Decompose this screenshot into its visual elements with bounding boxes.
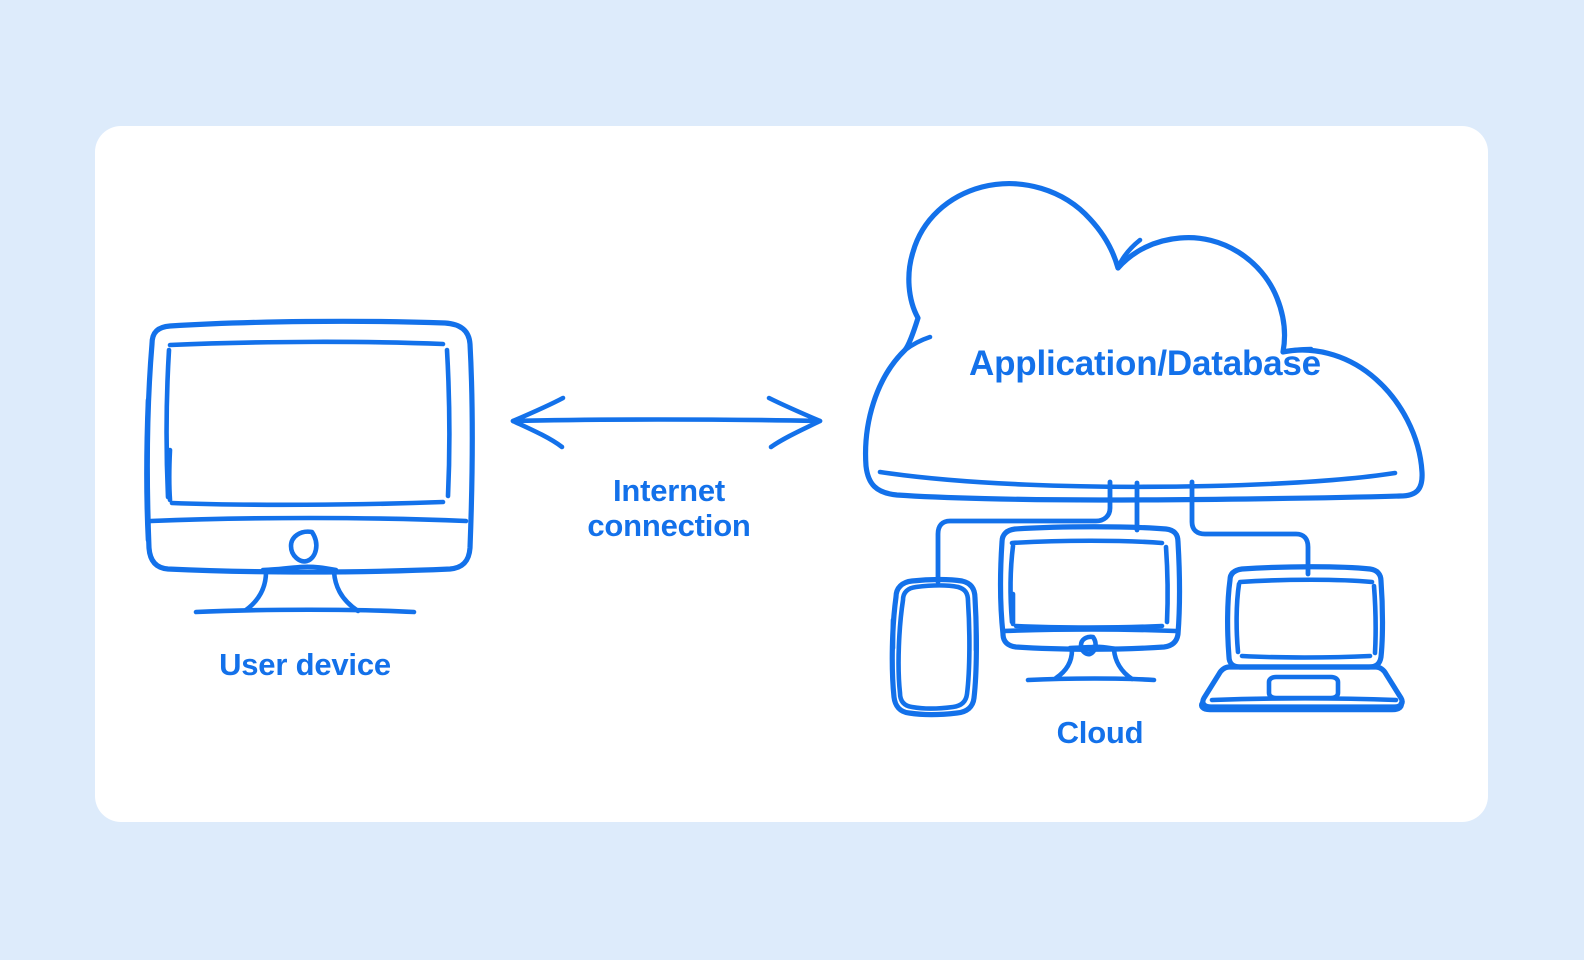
- user-device-label: User device: [219, 647, 391, 682]
- internet-connection-label: Internet connection: [587, 473, 751, 543]
- double-arrow-icon: [510, 395, 823, 450]
- laptop-icon: [1199, 564, 1405, 713]
- cloud-label: Cloud: [1056, 715, 1144, 750]
- desktop-monitor-icon: [998, 524, 1183, 683]
- smartphone-icon: [889, 576, 979, 718]
- cloud-device-wires: [935, 479, 1311, 585]
- cloud-icon: [862, 181, 1425, 503]
- application-database-label: Application/Database: [969, 344, 1321, 383]
- desktop-monitor-icon: [144, 318, 475, 615]
